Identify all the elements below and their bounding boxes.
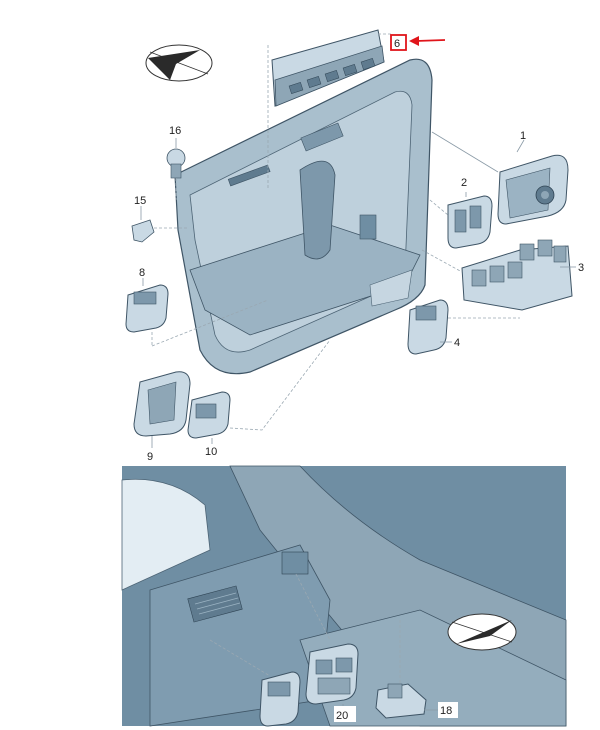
part-1-mirror-switch[interactable] — [497, 154, 569, 225]
label-3: 3 — [578, 262, 584, 274]
interior-view — [121, 465, 567, 727]
label-18: 18 — [440, 705, 452, 717]
part-6-switch-strip[interactable] — [271, 29, 385, 107]
part-6-callout: 6 — [390, 34, 407, 51]
label-15: 15 — [134, 195, 146, 207]
part-15-bracket[interactable] — [131, 219, 155, 243]
label-1: 1 — [520, 130, 526, 142]
label-2: 2 — [461, 177, 467, 189]
part-2-switch[interactable] — [447, 195, 493, 249]
label-9: 9 — [147, 451, 153, 463]
label-6: 6 — [394, 38, 400, 50]
label-10: 10 — [205, 446, 217, 458]
part-10-switch[interactable] — [187, 391, 231, 439]
label-4: 4 — [454, 337, 460, 349]
part-9-handle-bezel[interactable] — [133, 371, 191, 437]
label-8: 8 — [139, 267, 145, 279]
part-16-clip[interactable] — [166, 148, 186, 179]
compass-arrow-icon — [145, 44, 213, 82]
compass-arrow-icon-lower — [447, 613, 517, 651]
lower-left-switch[interactable] — [259, 671, 301, 727]
red-pointer-arrow-icon — [409, 36, 446, 46]
part-18-switch[interactable] — [375, 683, 427, 719]
part-3-window-switch-cluster[interactable] — [461, 239, 573, 311]
part-8-switch[interactable] — [125, 284, 169, 333]
part-4-switch[interactable] — [407, 299, 449, 355]
label-16: 16 — [169, 125, 181, 137]
label-20: 20 — [336, 710, 348, 722]
door-trim-panel — [174, 58, 433, 375]
part-20-switch-block[interactable] — [305, 643, 359, 705]
